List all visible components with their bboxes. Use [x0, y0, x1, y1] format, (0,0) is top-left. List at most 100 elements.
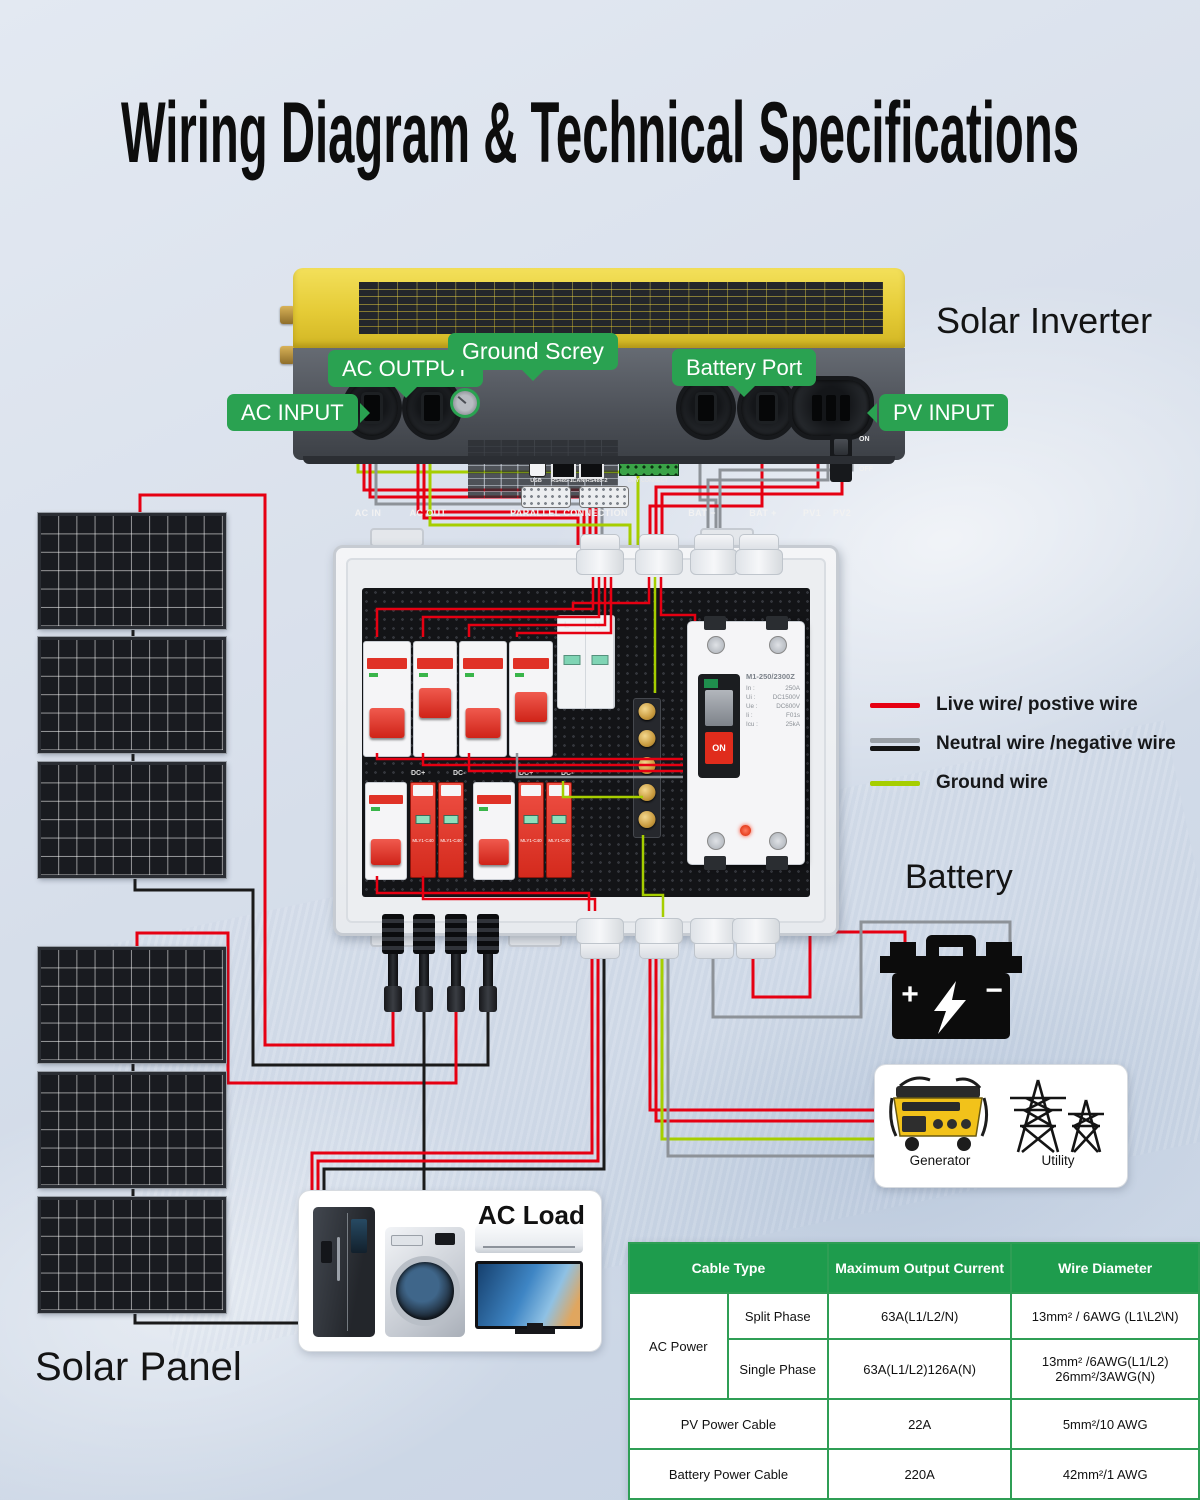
breaker-handle[interactable]	[705, 690, 733, 726]
spd-cap	[441, 785, 461, 796]
terminal-slot	[704, 616, 726, 630]
inverter-base	[303, 456, 895, 464]
pilot-light-icon	[740, 825, 751, 836]
spd-module: MLY1-C40	[438, 782, 464, 878]
spec-table: Cable Type Maximum Output Current Wire D…	[628, 1242, 1200, 1500]
callout-ac-input: AC INPUT	[227, 394, 370, 431]
breaker-stripe	[463, 658, 503, 669]
utility-tower-icon	[1010, 1079, 1104, 1154]
db9-port-icon	[521, 486, 571, 508]
breaker-indicator	[419, 673, 428, 677]
dry-connect-label: DRY CONNECT	[627, 478, 669, 484]
spd-module: MLY1-C40	[410, 782, 436, 878]
breaker-indicator	[479, 807, 488, 811]
spd-n-label: N	[594, 620, 601, 630]
spec-key: Ii :	[746, 712, 753, 719]
refrigerator-icon	[313, 1207, 375, 1337]
breaker-toggle[interactable]	[465, 708, 501, 738]
ground-wire-swatch-icon	[870, 780, 920, 786]
busbar-screw-icon	[638, 811, 656, 828]
legend-item-ground: Ground wire	[870, 772, 1176, 794]
ac-load-label: AC Load	[478, 1200, 585, 1230]
rs485-1-label: RS485-1	[551, 478, 573, 484]
ac-in-label: AC IN	[354, 508, 382, 518]
tv-stand-icon	[515, 1323, 555, 1334]
db9-port-icon	[579, 486, 629, 508]
dc-plus-label: DC+	[411, 770, 426, 777]
cell-type: Battery Power Cable	[628, 1448, 829, 1500]
breaker-on-button[interactable]: ON	[705, 732, 733, 764]
battery-icon: + −	[880, 935, 1022, 1039]
busbar-screw-icon	[638, 757, 656, 774]
breaker-stripe	[367, 658, 407, 669]
callout-ac-input-label: AC INPUT	[241, 399, 344, 425]
neutral-wire-swatch-icon	[870, 737, 920, 751]
antenna-connector-icon	[280, 306, 295, 324]
cell-wire: 13mm² /6AWG(L1/L2) 26mm²/3AWG(N)	[1010, 1338, 1200, 1400]
solar-panel	[37, 1196, 227, 1314]
bat-plus-label: BAT +	[749, 508, 777, 518]
breaker-toggle[interactable]	[515, 692, 547, 722]
spec-key: Ue :	[746, 703, 758, 710]
cell-ac-power: AC Power	[628, 1292, 729, 1400]
breaker-stripe	[417, 658, 453, 669]
terminal-screw-icon	[707, 832, 725, 850]
callout-battery-port: Battery Port	[672, 349, 817, 397]
cell-wire: 13mm² / 6AWG (L1\L2\N)	[1010, 1292, 1200, 1340]
breaker-switch-frame: ON	[698, 674, 740, 778]
spd-window	[443, 814, 459, 824]
battery-label: Battery	[905, 858, 1013, 896]
ground-busbar	[633, 698, 661, 838]
tv-icon	[475, 1261, 583, 1329]
spd-cap	[521, 785, 541, 796]
breaker-toggle[interactable]	[369, 708, 405, 738]
solar-panel	[37, 512, 227, 630]
legend-item-live: Live wire/ postive wire	[870, 694, 1176, 716]
ac-breaker	[459, 641, 507, 757]
cell-wire: 5mm²/10 AWG	[1010, 1398, 1200, 1450]
header-max-current: Maximum Output Current	[826, 1242, 1013, 1294]
spd-window	[523, 814, 539, 824]
terminal-slot	[766, 856, 788, 870]
dc-breaker	[473, 782, 515, 880]
dc-surge-protector: MLY1-C40 MLY1-C40	[410, 782, 466, 878]
breaker-indicator	[369, 673, 378, 677]
solar-panel	[37, 1071, 227, 1189]
antenna-connector-icon	[280, 346, 295, 364]
breaker-model: M1-250/2300Z	[746, 672, 795, 681]
callout-battery-port-label: Battery Port	[686, 354, 803, 380]
header-wire-diameter: Wire Diameter	[1010, 1242, 1200, 1294]
busbar-screw-icon	[638, 730, 656, 747]
cell-current: 220A	[826, 1448, 1013, 1500]
spd-cap	[413, 785, 433, 796]
parallel-connection-label: PARALLEL CONNECTION	[510, 508, 628, 518]
spec-key: In :	[746, 685, 755, 692]
dc-plus-label: DC+	[519, 770, 534, 777]
spd-window	[551, 814, 567, 824]
spd-window	[415, 814, 431, 824]
dc-surge-protector: MLY1-C40 MLY1-C40	[518, 782, 574, 878]
spd-module	[558, 616, 586, 708]
spd-cap	[549, 785, 569, 796]
header-cable-type: Cable Type	[628, 1242, 829, 1294]
legend-item-neutral: Neutral wire /negative wire	[870, 733, 1176, 755]
table-row: Single Phase 63A(L1/L2)126A(N) 13mm² /6A…	[629, 1338, 1200, 1400]
spd-l-label: L	[564, 620, 570, 630]
breaker-indicator	[465, 673, 474, 677]
spec-value: 25kA	[785, 721, 800, 728]
breaker-toggle[interactable]	[370, 839, 402, 865]
breaker-toggle[interactable]	[478, 839, 510, 865]
cell-type: Single Phase	[726, 1338, 829, 1400]
switch-on-label: ON	[859, 436, 870, 443]
legend-label: Live wire/ postive wire	[936, 694, 1138, 715]
terminal-screw-icon	[707, 636, 725, 654]
switch-off-label: OFF	[859, 466, 873, 473]
breaker-stripe	[369, 795, 403, 804]
breaker-stripe	[513, 658, 549, 669]
breaker-indicator	[704, 679, 718, 688]
breaker-indicator	[515, 673, 524, 677]
spec-key: Ui :	[746, 694, 756, 701]
breaker-toggle[interactable]	[419, 688, 451, 718]
dc-minus-label: DC-	[453, 770, 466, 777]
busbar-screw-icon	[638, 703, 656, 720]
